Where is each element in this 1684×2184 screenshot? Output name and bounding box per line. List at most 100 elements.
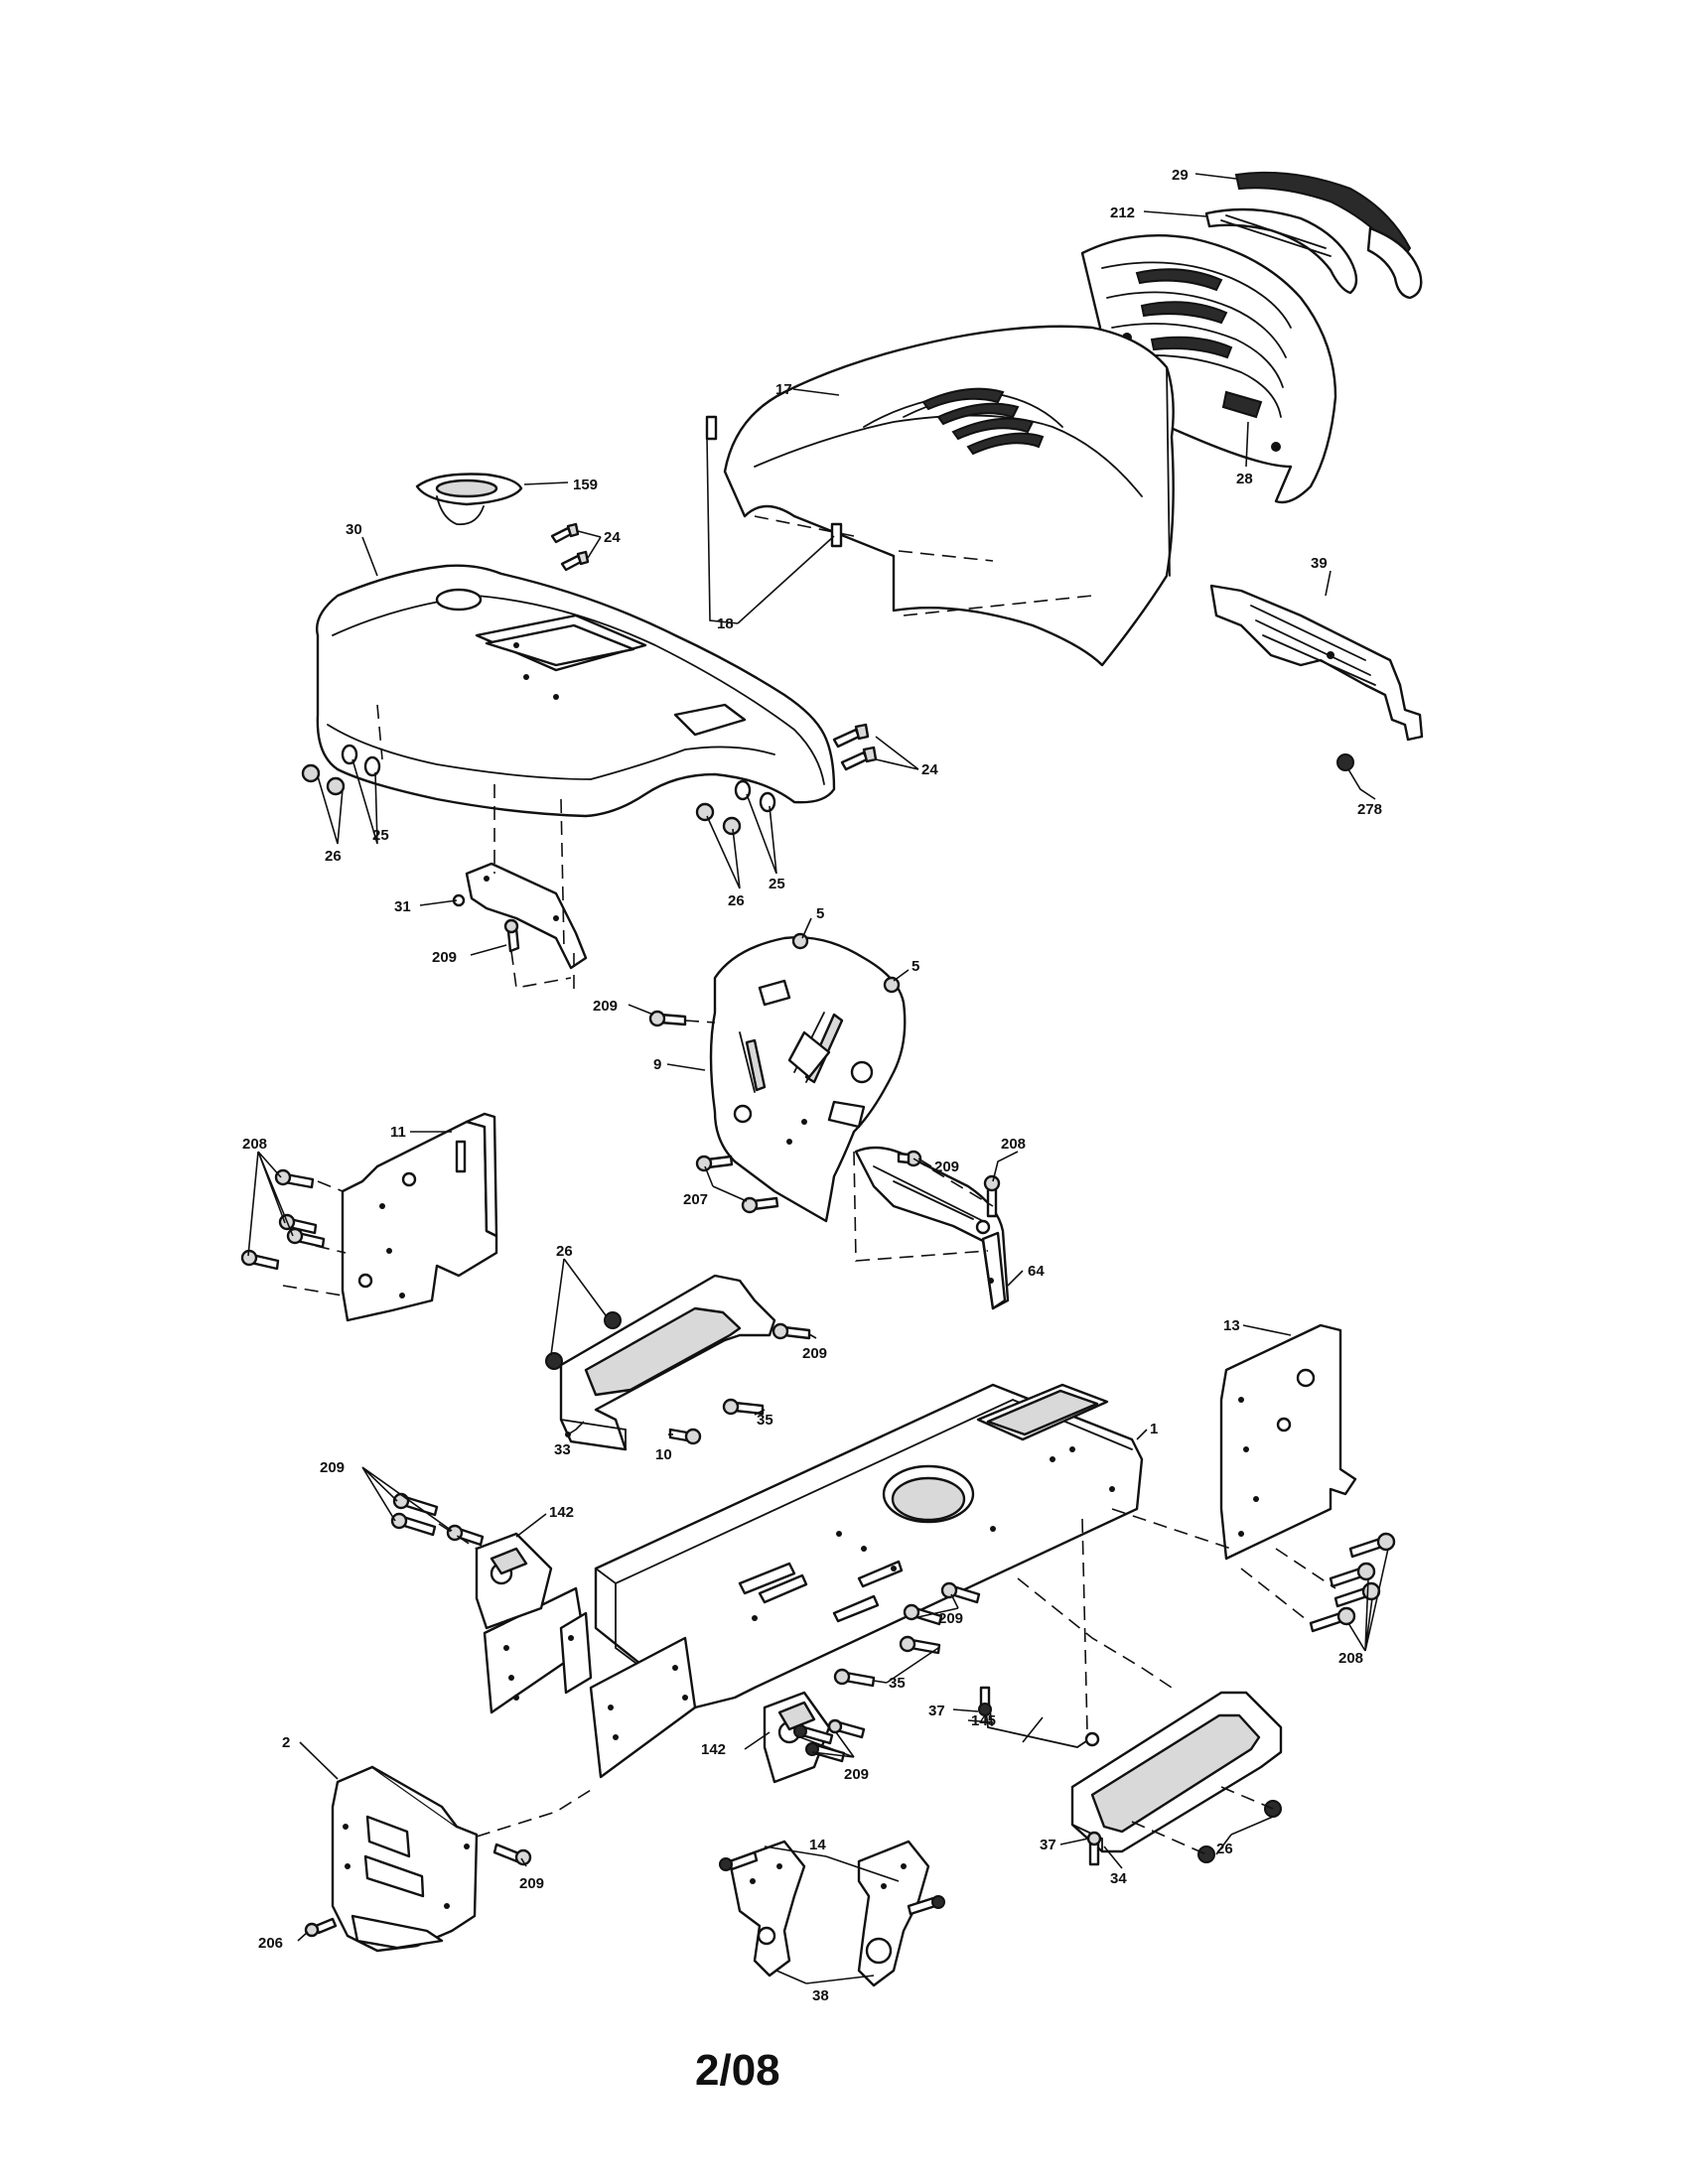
callout-5b: 5 (912, 958, 919, 975)
part-206-bolt (304, 1917, 338, 1938)
part-37-bolt-lower (1086, 1831, 1102, 1866)
part-26-nuts-top (545, 1311, 622, 1370)
callout-64: 64 (1028, 1263, 1045, 1280)
part-207-bolts (695, 1155, 779, 1214)
part-64-support (854, 1146, 1010, 1310)
part-209-bolt-h (492, 1843, 532, 1866)
part-14-bolts (719, 1850, 945, 1916)
callout-278: 278 (1357, 801, 1382, 818)
callout-10: 10 (655, 1446, 672, 1463)
callout-35b: 35 (889, 1675, 906, 1692)
part-18-clips (705, 415, 843, 548)
part-159-cup-holder (415, 473, 523, 526)
callout-209f: 209 (938, 1610, 963, 1627)
leader-lines (247, 173, 1389, 1984)
callout-142a: 142 (549, 1504, 574, 1521)
callout-25b: 25 (769, 876, 785, 892)
assembly-lines (282, 704, 1336, 1855)
callout-207: 207 (683, 1191, 708, 1208)
nuts-washers-right (695, 779, 776, 836)
callout-29: 29 (1172, 167, 1189, 184)
nuts-washers-left (301, 744, 381, 796)
part-frame-plates (483, 1586, 697, 1779)
part-35-bolts-b (833, 1635, 941, 1688)
part-212-lens (1204, 207, 1358, 295)
callout-1: 1 (1150, 1421, 1158, 1437)
part-38-bracket-left (728, 1840, 806, 1978)
part-5-nuts (791, 932, 901, 994)
callout-labels: 29 212 17 28 159 30 24 18 39 24 278 26 2… (242, 167, 1382, 2004)
part-208-bolt-a (983, 1174, 1001, 1218)
callout-26c: 26 (556, 1243, 573, 1260)
callout-35a: 35 (757, 1412, 773, 1429)
callout-25a: 25 (372, 827, 389, 844)
callout-17: 17 (775, 381, 792, 398)
callout-30: 30 (346, 521, 362, 538)
callout-208c: 208 (1338, 1650, 1363, 1667)
callout-38: 38 (812, 1987, 829, 2004)
callout-24b: 24 (921, 761, 938, 778)
callout-209a: 209 (432, 949, 457, 966)
callout-206: 206 (258, 1935, 283, 1952)
callout-37a: 37 (928, 1703, 945, 1719)
part-29-hood-trim (1234, 171, 1423, 300)
callout-209c: 209 (934, 1159, 959, 1175)
part-33-footrest (559, 1274, 776, 1451)
callout-26d: 26 (1216, 1841, 1233, 1857)
callout-5a: 5 (816, 905, 824, 922)
callout-209g: 209 (844, 1766, 869, 1783)
callout-24a: 24 (604, 529, 621, 546)
part-142-bracket-upper (475, 1532, 553, 1630)
callout-209e: 209 (320, 1459, 345, 1476)
callout-145: 145 (971, 1712, 996, 1729)
callout-9: 9 (653, 1056, 661, 1073)
part-2-front-bracket (331, 1765, 479, 1953)
callout-14: 14 (809, 1837, 826, 1853)
part-209-bolts-g (793, 1718, 866, 1763)
page-number: 2/08 (695, 2046, 780, 2095)
part-35-bolt-a (722, 1398, 765, 1416)
callout-31: 31 (394, 898, 411, 915)
part-31-bracket (452, 862, 588, 970)
callout-209b: 209 (593, 998, 618, 1015)
callout-2: 2 (282, 1734, 290, 1751)
part-209-bolts-e (390, 1492, 485, 1547)
part-278-nut (1336, 753, 1354, 771)
part-17-hood (723, 325, 1175, 667)
part-209-bolt-d (772, 1322, 811, 1340)
part-39-bracket (1209, 584, 1424, 742)
part-34-footrest (1070, 1691, 1283, 1853)
callout-18: 18 (717, 615, 734, 632)
callout-26b: 26 (728, 892, 745, 909)
callout-11: 11 (390, 1124, 406, 1141)
callout-142b: 142 (701, 1741, 726, 1758)
callout-209d: 209 (802, 1345, 827, 1362)
part-209-bolt-b (648, 1010, 687, 1027)
callout-212: 212 (1110, 205, 1135, 221)
callout-208b: 208 (1001, 1136, 1026, 1153)
part-208-bolts-right (1309, 1532, 1396, 1633)
part-13-side-panel (1219, 1323, 1357, 1561)
part-37-bolt-upper (978, 1686, 992, 1716)
callout-26a: 26 (325, 848, 342, 865)
callout-33: 33 (554, 1441, 571, 1458)
part-1-frame (594, 1383, 1144, 1709)
bolts-24-lower (832, 723, 878, 771)
bolts-24-upper (550, 522, 590, 572)
callout-34: 34 (1110, 1870, 1127, 1887)
callout-13: 13 (1223, 1317, 1240, 1334)
part-10-bolt (668, 1428, 702, 1445)
callout-208a: 208 (242, 1136, 267, 1153)
part-9-panel (709, 936, 907, 1223)
callout-37b: 37 (1040, 1837, 1056, 1853)
part-11-side-panel (341, 1112, 498, 1322)
part-30-dash-panel (316, 564, 836, 818)
part-145-rod (982, 1687, 1100, 1748)
part-38-bracket-right (857, 1840, 930, 1987)
callout-159: 159 (573, 477, 598, 493)
part-209-bolt-a (503, 918, 520, 953)
part-209-bolt-c (897, 1150, 922, 1167)
callout-28: 28 (1236, 471, 1253, 487)
part-209-bolts-f (903, 1581, 981, 1626)
